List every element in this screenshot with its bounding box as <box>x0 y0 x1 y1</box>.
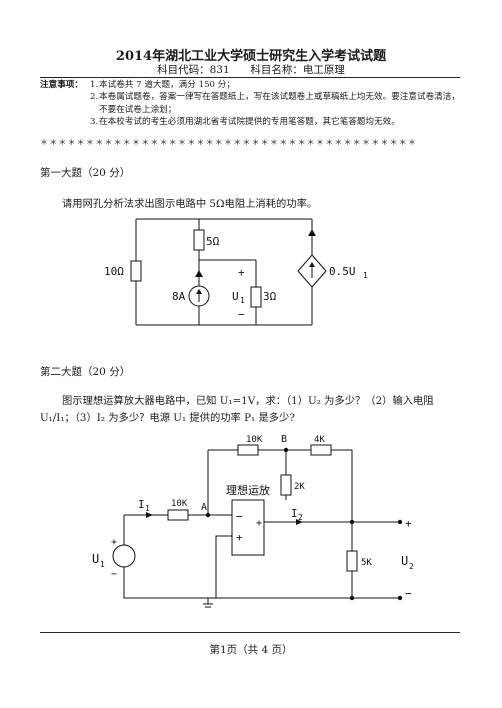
q1-resistor-3 <box>250 286 262 308</box>
q2-opamp <box>231 499 265 556</box>
q2-arrow-i1 <box>146 512 153 518</box>
q1-label-r10: 10Ω <box>104 265 124 278</box>
q2-label-b: B <box>281 434 287 445</box>
q1-heading: 第一大题（20 分） <box>40 167 131 179</box>
subject-code: 科目代码：831 <box>157 64 230 76</box>
q2-label-i1-sub: 1 <box>145 504 150 513</box>
q2-label-plus: + <box>236 531 243 544</box>
q1-label-r3: 3Ω <box>263 290 277 303</box>
q2-arrow-i2 <box>296 519 303 525</box>
q2-resistor-10k-top <box>237 444 259 456</box>
notice-item-3: 3. 在本校考试的考生必须用湖北省考试院提供的专用笔答题，其它笔答题均无效。 <box>40 116 465 128</box>
q2-resistor-2k <box>280 474 292 496</box>
q2-label-u2-sub: 2 <box>409 562 414 571</box>
q2-heading: 第二大题（20 分） <box>40 366 131 378</box>
q2-ground <box>203 598 213 608</box>
q2-label-src-minus: − <box>111 569 117 580</box>
q1-label-r5: 5Ω <box>206 235 220 248</box>
q2-label-2k: 2K <box>294 482 305 492</box>
notice-label: 注意事项： <box>40 80 83 90</box>
q2-label-opamp: 理想运放 <box>226 483 270 497</box>
q2-label-i1: I <box>138 498 145 511</box>
notice-num: 1. <box>90 80 99 90</box>
subject-line: 科目代码：831 科目名称：电工原理 <box>0 62 502 77</box>
q2-wire-noninv <box>215 535 232 598</box>
q2-terminal-minus <box>397 595 403 601</box>
q2-node-b-dot <box>283 447 289 453</box>
q2-voltage-source <box>112 544 136 568</box>
q2-label-out-plus: + <box>405 517 412 530</box>
q2-label-minus: − <box>236 510 243 523</box>
q2-terminal-plus <box>397 519 403 525</box>
q2-label-i2-sub: 2 <box>298 513 303 522</box>
q2-resistor-10k-in <box>167 509 189 521</box>
q1-label-plus: + <box>238 266 245 279</box>
notice-item-1: 注意事项： 1. 本试卷共 7 道大题，满分 150 分； <box>40 79 465 91</box>
q2-label-10k-in: 10K <box>171 499 188 509</box>
q2-label-out-minus: − <box>405 587 412 600</box>
q1-arrow-up <box>195 270 203 277</box>
notice-text: 在本校考试的考生必须用湖北省考试院提供的专用笔答题，其它笔答题均无效。 <box>99 117 400 128</box>
q2-label-i2: I <box>291 507 298 520</box>
q1-resistor-5 <box>193 229 205 251</box>
q2-label-src-plus: + <box>111 537 117 548</box>
q2-text: 图示理想运算放大器电路中，已知 U₁=1V，求：（1）U₂ 为多少？（2）输入电… <box>40 395 434 424</box>
notice-text: 本卷属试题卷，答案一律写在答题纸上，写在该试题卷上或草稿纸上均无效。要注意试卷清… <box>99 92 460 115</box>
q2-node-a-dot <box>205 512 211 518</box>
q2-label-a: A <box>201 502 207 513</box>
notice-text: 本试卷共 7 道大题，满分 150 分； <box>99 80 235 90</box>
page-number: 第1页（共 4 页） <box>209 644 293 656</box>
q2-label-10k-top: 10K <box>246 435 263 445</box>
q1-label-u1: U <box>232 290 239 303</box>
q1-source-arrowhead <box>196 289 202 294</box>
star-divider: ＊＊＊＊＊＊＊＊＊＊＊＊＊＊＊＊＊＊＊＊＊＊＊＊＊＊＊＊＊＊＊＊＊＊＊＊＊＊＊＊… <box>40 138 418 147</box>
q1-label-u1-sub: 1 <box>240 296 245 305</box>
q2-label-out-plus-inside: + <box>256 518 262 529</box>
q1-dep-arrowhead <box>309 262 315 267</box>
q2-label-u1-sub: 1 <box>100 560 105 569</box>
notice-num: 2. <box>90 92 99 103</box>
q1-arrow-top-right <box>308 229 316 236</box>
q2-resistor-4k <box>310 444 332 456</box>
notice-item-2: 2. 本卷属试题卷，答案一律写在答题纸上，写在该试题卷上或草稿纸上均无效。要注意… <box>40 91 465 116</box>
exam-title: 2014年湖北工业大学硕士研究生入学考试试题 <box>115 49 387 64</box>
q2-resistor-5k <box>346 550 358 572</box>
q1-resistor-10 <box>130 260 142 282</box>
q2-label-5k: 5K <box>361 558 372 568</box>
q2-node-gnd-dot <box>349 595 355 601</box>
q2-node-out-dot <box>349 519 355 525</box>
header-rule <box>40 77 460 78</box>
q2-label-4k: 4K <box>314 435 325 445</box>
q2-label-u1: U <box>92 552 99 566</box>
notice-block: 注意事项： 1. 本试卷共 7 道大题，满分 150 分； 2. 本卷属试题卷，… <box>40 79 465 129</box>
q2-label-u2: U <box>401 554 408 568</box>
subject-name: 科目名称：电工原理 <box>250 64 345 76</box>
q1-label-8a: 8A <box>172 290 186 303</box>
q1-text: 请用网孔分析法求出图示电路中 5Ω电阻上消耗的功率。 <box>62 198 318 210</box>
q2-wire-source-ground <box>123 515 398 599</box>
footer-rule <box>40 632 460 633</box>
q1-label-dep: 0.5U <box>329 265 356 278</box>
notice-num: 3. <box>90 117 99 128</box>
q1-label-minus: − <box>238 308 245 321</box>
q1-label-dep-sub: 1 <box>363 271 368 280</box>
